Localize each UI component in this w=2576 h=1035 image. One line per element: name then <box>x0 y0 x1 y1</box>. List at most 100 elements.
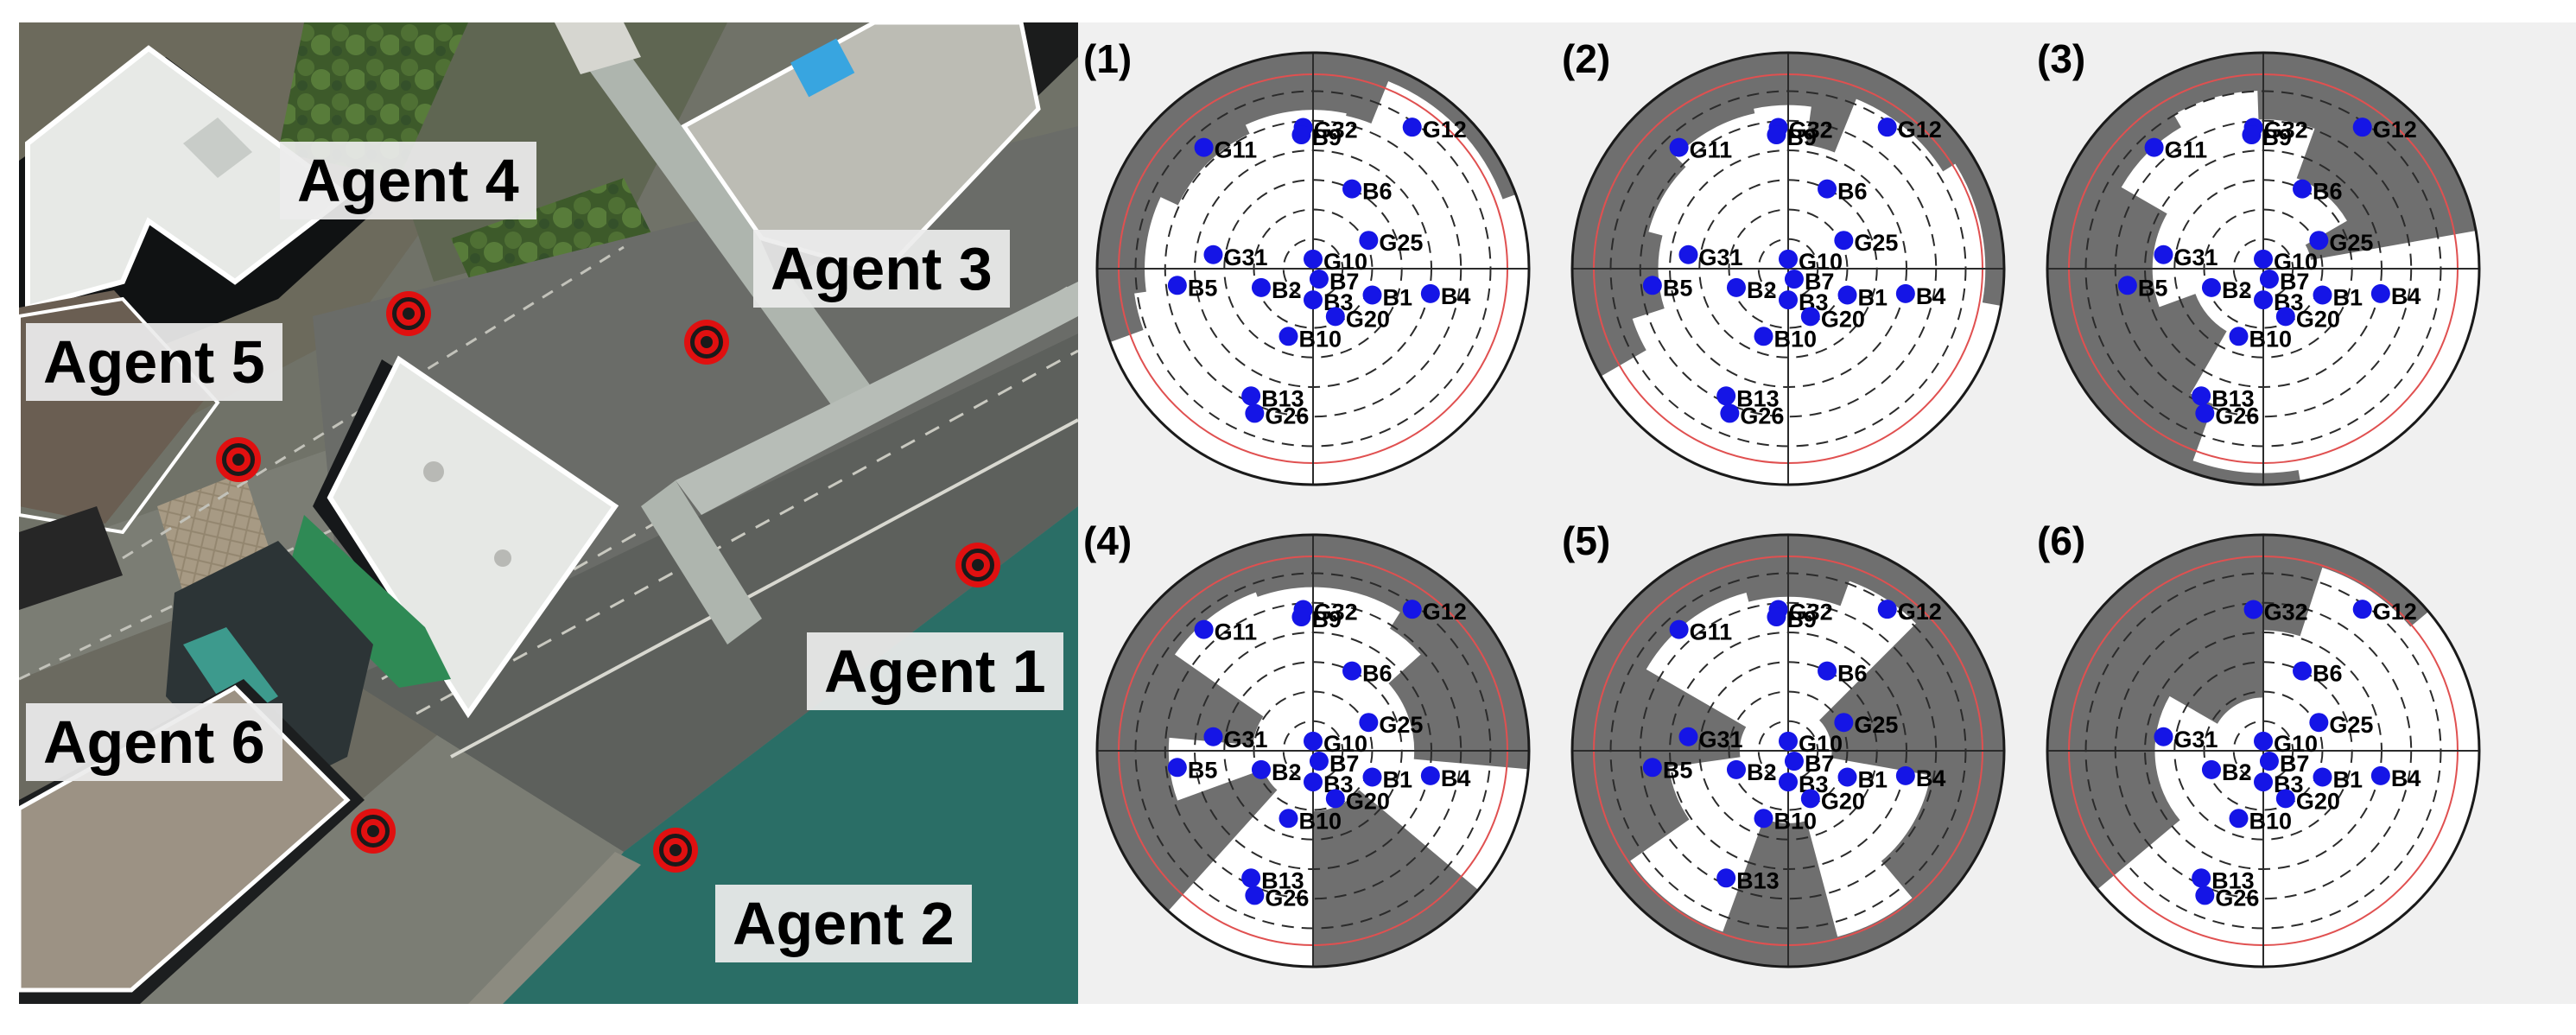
satellite-point <box>2192 868 2211 888</box>
satellite-point <box>1818 179 1837 199</box>
satellite-point <box>1834 713 1854 733</box>
satellite-point <box>1241 386 1261 406</box>
satellite-point <box>1342 179 1362 199</box>
agent-label-agent-2: Agent 2 <box>715 885 972 962</box>
satellite-label: G26 <box>1265 403 1309 429</box>
satellite-point <box>1895 283 1915 303</box>
satellite-point <box>2313 285 2332 305</box>
satellite-point <box>1304 772 1323 792</box>
satellite-label: B2 <box>2222 759 2252 785</box>
satellite-label: G12 <box>1423 117 1467 143</box>
satellite-label: B9 <box>1311 606 1342 632</box>
satellite-point <box>1278 809 1298 829</box>
satellite-point <box>2352 117 2372 137</box>
satellite-point <box>1877 117 1897 137</box>
satellite-point <box>1726 277 1746 297</box>
aerial-map: Agent 4 Agent 3 Agent 5 Agent 1 Agent 6 … <box>19 22 1078 1004</box>
satellite-label: B1 <box>1858 767 1888 793</box>
satellite-label: B9 <box>1786 606 1817 632</box>
satellite-point <box>1726 759 1746 779</box>
satellite-label: G31 <box>2173 244 2218 270</box>
skyplot-border <box>1570 533 2006 968</box>
satellite-label: B4 <box>2391 765 2421 791</box>
satellite-point <box>1362 767 1382 787</box>
satellite-label: B13 <box>2211 385 2255 411</box>
satellite-label: B13 <box>2211 867 2255 893</box>
satellite-point <box>1837 767 1857 787</box>
satellite-point <box>1245 403 1265 423</box>
satellite-label: G25 <box>2329 712 2373 738</box>
panel-tag: (4) <box>1083 518 1132 563</box>
open-sky-sector <box>1312 627 1421 752</box>
agent-marker-agent-2 <box>653 828 698 873</box>
satellite-label: B13 <box>1261 867 1304 893</box>
open-sky-sector <box>1786 719 1832 759</box>
open-sky-sector <box>1648 166 1790 270</box>
satellite-point <box>2293 661 2313 681</box>
satellite-point <box>1194 619 1214 639</box>
satellite-label: B10 <box>1298 326 1342 352</box>
satellite-point <box>2259 270 2279 289</box>
satellite-label: B1 <box>1383 767 1413 793</box>
panel-tag: (2) <box>1562 36 1610 81</box>
agent-label-agent-5: Agent 5 <box>26 323 282 401</box>
satellite-label: G11 <box>2165 137 2208 163</box>
satellite-label: B2 <box>1272 277 1302 303</box>
satellite-point <box>2309 231 2329 251</box>
satellite-point <box>2154 727 2173 746</box>
satellite-label: B4 <box>1441 283 1471 309</box>
satellite-label: B5 <box>1663 757 1693 783</box>
agent-marker-agent-1 <box>955 543 1000 587</box>
satellite-point <box>1325 789 1345 809</box>
satellite-point <box>2370 283 2390 303</box>
open-sky-sector <box>2192 267 2300 473</box>
satellite-point <box>1837 285 1857 305</box>
satellite-point <box>1309 270 1329 289</box>
satellite-point <box>1342 661 1362 681</box>
panel-tag: (5) <box>1562 518 1610 563</box>
satellite-point <box>2242 125 2262 145</box>
agent-label-agent-4: Agent 4 <box>280 142 536 219</box>
satellite-point <box>2254 772 2273 792</box>
open-sky-sector <box>2152 213 2265 308</box>
satellite-point <box>1402 600 1422 619</box>
satellite-label: G10 <box>1799 731 1843 757</box>
satellite-label: B6 <box>1837 179 1868 205</box>
satellite-point <box>1304 731 1323 751</box>
satellite-point <box>2293 179 2313 199</box>
satellite-label: B10 <box>2249 808 2292 834</box>
satellite-point <box>1779 249 1798 269</box>
satellite-label: B6 <box>2313 179 2343 205</box>
panel-tag: (6) <box>2037 518 2085 563</box>
satellite-point <box>1720 403 1740 423</box>
satellite-point <box>2313 767 2332 787</box>
satellite-label: B7 <box>1805 751 1835 777</box>
satellite-point <box>2243 600 2263 619</box>
aerial-map-image <box>19 22 1078 1004</box>
satellite-label: B6 <box>1362 661 1393 687</box>
satellite-point <box>1359 713 1379 733</box>
satellite-point <box>2309 713 2329 733</box>
satellite-label: G26 <box>1265 885 1309 911</box>
open-sky-sector <box>1787 581 1917 752</box>
satellite-point <box>1779 772 1798 792</box>
satellite-label: B4 <box>1916 765 1946 791</box>
satellite-point <box>1767 607 1786 627</box>
satellite-point <box>1167 758 1187 778</box>
satellite-point <box>1245 886 1265 905</box>
satellite-label: G12 <box>1898 599 1942 625</box>
skyplot-border <box>1095 51 1531 486</box>
panel-tag: (3) <box>2037 36 2085 81</box>
satellite-point <box>1194 137 1214 157</box>
satellite-point <box>1784 270 1804 289</box>
satellite-point <box>1716 386 1736 406</box>
agent-marker-agent-6 <box>351 809 396 854</box>
agent-marker-agent-5 <box>216 437 261 482</box>
open-sky-sector <box>1256 587 1400 752</box>
satellite-point <box>1241 868 1261 888</box>
open-sky-sector <box>1668 750 1789 821</box>
satellite-point <box>2192 386 2211 406</box>
